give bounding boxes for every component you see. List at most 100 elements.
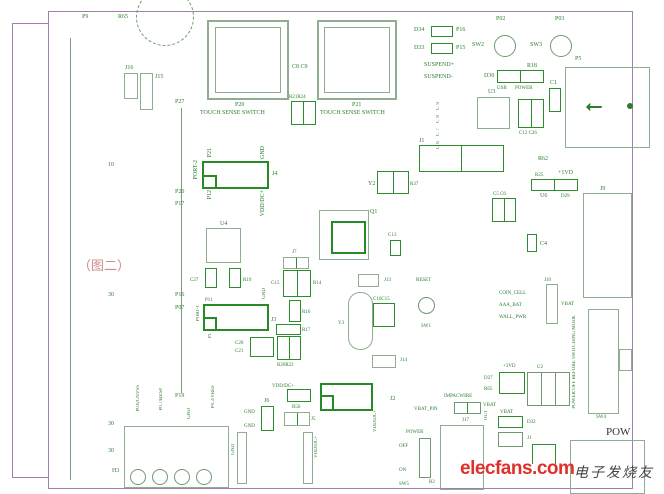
label-y2: Y2 bbox=[368, 181, 376, 187]
label-r25: R25 bbox=[535, 173, 544, 178]
label-c8c9: C8 C9 bbox=[292, 64, 308, 70]
label-p20b: P20 bbox=[175, 189, 185, 195]
label-u4: U4 bbox=[220, 221, 228, 227]
label-vdd-bar: VDD/DC+ bbox=[314, 436, 319, 458]
pushbutton-sw2[interactable] bbox=[494, 35, 516, 57]
capacitors-c16-c15 bbox=[373, 303, 395, 327]
resistor-r17 bbox=[276, 324, 301, 335]
elecfans-logo: elecfans.com bbox=[460, 458, 575, 479]
label-caps-c6-c9: C6 C7 C8 C9 bbox=[436, 100, 441, 150]
capacitors-c12-c26 bbox=[518, 99, 544, 128]
capacitors-c20-c21 bbox=[250, 337, 274, 357]
label-p16: P16 bbox=[456, 27, 466, 33]
label-1vd: +1VD bbox=[558, 170, 574, 176]
label-3vd: +3VD bbox=[503, 364, 516, 369]
label-r14: R14 bbox=[313, 281, 322, 286]
label-d33: D33 bbox=[414, 45, 425, 51]
power-switch-sw5[interactable] bbox=[419, 438, 431, 478]
label-y3: Y3 bbox=[338, 321, 345, 326]
jumper-j10 bbox=[546, 284, 558, 324]
label-gnd-j3: GND bbox=[262, 288, 267, 299]
label-p1: P1 bbox=[208, 333, 213, 339]
label-p11: P11 bbox=[205, 298, 213, 303]
label-vbat-pin: VBAT_PIN bbox=[414, 407, 438, 412]
h3-pin-4 bbox=[196, 469, 212, 485]
label-d34: D34 bbox=[414, 27, 425, 33]
capacitor-c4 bbox=[527, 234, 537, 252]
label-vdd-j4: VDD/DC+ bbox=[260, 190, 266, 217]
label-sw1: SW1 bbox=[421, 324, 431, 329]
led-d33 bbox=[431, 43, 453, 54]
resistor-r21-r24 bbox=[291, 101, 316, 125]
label-r65b: R65 bbox=[484, 387, 493, 392]
capacitor-c13 bbox=[390, 240, 401, 256]
label-c13: C13 bbox=[388, 233, 397, 238]
label-off: OFF bbox=[399, 444, 409, 449]
label-u6: U6 bbox=[540, 193, 548, 199]
label-c21: C21 bbox=[235, 349, 244, 354]
label-suspend-minus: SUSPEND- bbox=[424, 74, 453, 80]
label-u3: U3 bbox=[488, 89, 496, 95]
label-pow: POW bbox=[606, 426, 631, 438]
capacitor-c27 bbox=[205, 268, 217, 288]
reset-button-sw1[interactable] bbox=[418, 297, 435, 314]
diode-d32 bbox=[498, 416, 523, 428]
connector-j3-pin1 bbox=[203, 317, 217, 331]
chip-u4 bbox=[206, 228, 241, 263]
label-c15: C15 bbox=[271, 281, 280, 286]
label-p16b: P16 bbox=[175, 292, 185, 298]
label-j7: J7 bbox=[292, 250, 297, 255]
usb-connector[interactable] bbox=[565, 67, 650, 148]
chip-u3 bbox=[477, 97, 510, 129]
capacitors-c5-c6 bbox=[492, 198, 516, 222]
label-impacwire: IMPACWIRE bbox=[444, 394, 473, 399]
label-10: 10 bbox=[108, 162, 114, 168]
label-wall-pwr: WALL_PWR bbox=[499, 315, 527, 320]
label-vbat-c: VBAT bbox=[500, 410, 514, 415]
resistor-r16 bbox=[289, 300, 301, 322]
chip-q1-outline bbox=[319, 210, 369, 260]
label-sw2: SW2 bbox=[472, 42, 484, 48]
label-j15: J15 bbox=[155, 74, 164, 80]
label-j6: J6 bbox=[264, 398, 270, 404]
label-q1: Q1 bbox=[370, 209, 378, 215]
label-power-off-mode: POWER OFF BEFORE SWITCHING MODE bbox=[572, 315, 577, 409]
label-vbat-a: VBAT bbox=[561, 302, 575, 307]
left-connector-line bbox=[70, 38, 71, 480]
label-power-led: POWER bbox=[515, 86, 533, 91]
touch-switch-p20[interactable] bbox=[207, 20, 289, 100]
label-out: OUT bbox=[484, 410, 489, 421]
label-d30: D30 bbox=[484, 73, 495, 79]
label-j1-lower: J1 bbox=[527, 436, 532, 441]
connector-h3 bbox=[124, 426, 229, 488]
label-p03-vref: P0.3/VREF bbox=[211, 385, 216, 409]
pushbutton-sw3[interactable] bbox=[550, 35, 572, 57]
label-gnd-bar: GND bbox=[231, 444, 236, 455]
label-r20r22: R20R22 bbox=[277, 363, 294, 368]
label-c12c26: C12 C26 bbox=[519, 131, 537, 136]
label-j1: J1 bbox=[419, 138, 425, 144]
crystal-y2-r37 bbox=[377, 171, 409, 194]
board-outline bbox=[48, 11, 633, 489]
h3-pin-3 bbox=[174, 469, 190, 485]
label-port-1: PORT-1 bbox=[196, 305, 201, 322]
left-rail-outline bbox=[12, 23, 48, 478]
usb-icon: ⭠ bbox=[585, 93, 603, 118]
jumper-j7 bbox=[283, 257, 309, 269]
label-p9: P9 bbox=[82, 14, 89, 20]
touch-switch-p21[interactable] bbox=[317, 20, 397, 100]
label-j13: J13 bbox=[384, 278, 391, 283]
label-p07-resp: P0.7/RESP bbox=[159, 388, 164, 411]
label-reset: RESET bbox=[416, 278, 432, 283]
capacitor-c1 bbox=[549, 88, 561, 112]
jumper-j16 bbox=[124, 73, 138, 99]
mode-switch-sw4[interactable] bbox=[588, 309, 619, 414]
label-j5: J5 bbox=[311, 417, 316, 422]
label-sw4: SW4 bbox=[596, 415, 606, 420]
jumper-j6 bbox=[261, 406, 274, 431]
label-p02: P02 bbox=[496, 16, 506, 22]
label-power: POWER bbox=[406, 430, 424, 435]
label-vdd-a: VDD/DC+ bbox=[272, 384, 294, 389]
label-gnd-2: GND bbox=[244, 424, 255, 429]
jumper-j14 bbox=[372, 355, 396, 368]
